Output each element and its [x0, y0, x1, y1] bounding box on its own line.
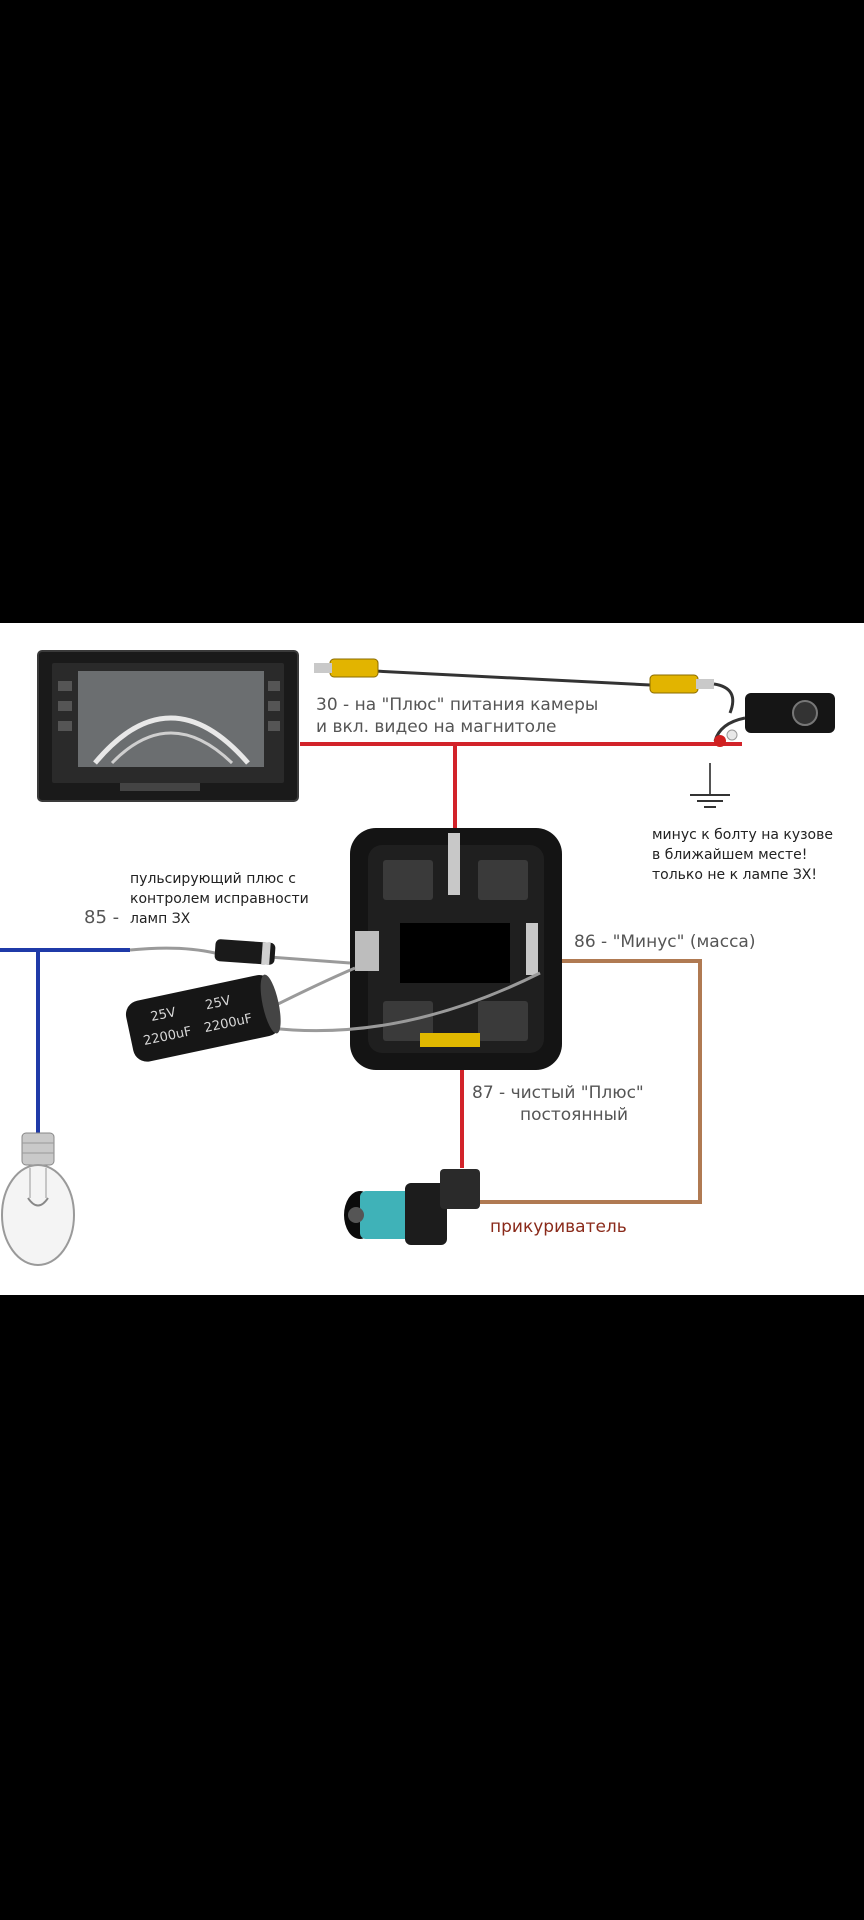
- diode: [214, 939, 276, 965]
- label-pin86: 86 - "Минус" (масса): [574, 932, 755, 952]
- label-ground-line1: минус к болту на кузове: [652, 827, 833, 843]
- label-pin87-line2: постоянный: [520, 1105, 628, 1125]
- capacitor: 25V 25V 2200uF 2200uF: [125, 966, 541, 1062]
- label-ground-line3: только не к лампе ЗХ!: [652, 867, 817, 883]
- monitor: [37, 650, 299, 802]
- wiring-diagram: 25V 25V 2200uF 2200uF 30 - на "Плюс" пит…: [0, 623, 864, 1295]
- label-lighter: прикуриватель: [490, 1217, 627, 1237]
- capacitor-voltage-a: 25V: [149, 1005, 177, 1025]
- label-pin30-line1: 30 - на "Плюс" питания камеры: [316, 695, 598, 715]
- label-ground-line2: в ближайшем месте!: [652, 847, 807, 863]
- diode-lead: [129, 946, 351, 965]
- label-pin87-line1: 87 - чистый "Плюс": [472, 1083, 644, 1103]
- label-pin30-line2: и вкл. видео на магнитоле: [316, 717, 556, 737]
- relay: [350, 828, 562, 1070]
- capacitor-voltage-b: 25V: [204, 993, 232, 1013]
- brown-wire-pin86: [478, 959, 702, 1204]
- cigarette-lighter: [344, 1169, 480, 1245]
- rca-cable: [314, 658, 735, 714]
- label-pin85: 85 -: [84, 907, 119, 928]
- labels: 30 - на "Плюс" питания камеры и вкл. вид…: [84, 695, 833, 1237]
- ground-symbol: [690, 794, 730, 808]
- label-pulse-line3: ламп ЗХ: [130, 911, 191, 927]
- label-pulse-line1: пульсирующий плюс с: [130, 871, 296, 887]
- wiring-svg: 25V 25V 2200uF 2200uF 30 - на "Плюс" пит…: [0, 650, 835, 1266]
- label-pulse-line2: контролем исправности: [130, 891, 309, 907]
- camera: [713, 693, 835, 747]
- wires: [0, 742, 742, 1204]
- lamp: [1, 1132, 75, 1266]
